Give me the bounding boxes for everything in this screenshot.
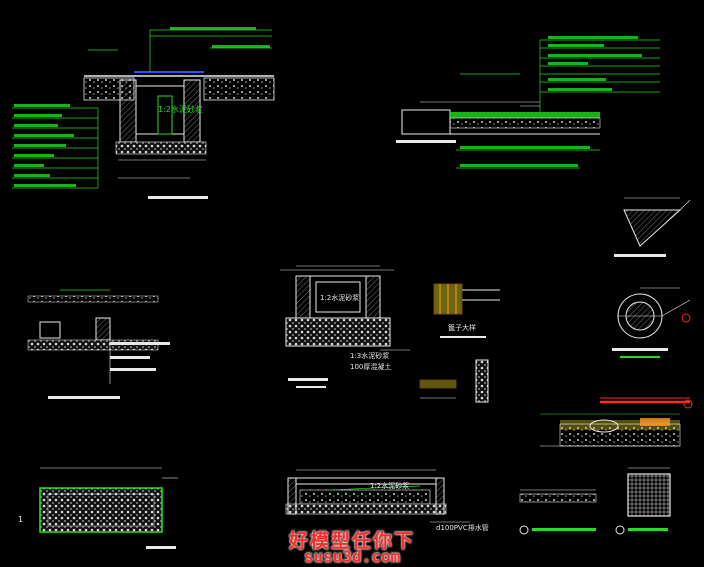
watermark-chinese: 好模型任你下 [288,530,415,552]
bed-cement-label: 1:3水泥砂浆 [350,351,389,360]
bed-concrete-label: 100厚混凝土 [350,362,391,371]
grate-section-label: 篦子大样 [448,323,476,332]
drain-box-section: 1:2水泥砂浆 1:3水泥砂浆 100厚混凝土 [280,265,410,388]
small-section-bottom-right [519,489,597,535]
grate-section: 篦子大样 [419,283,500,403]
left-middle-section [27,289,170,399]
gutter-section-top-left: 1:2水泥砂浆 [12,27,275,199]
circle-detail [612,287,691,358]
watermark-url: susu3d.com [303,547,401,566]
grate-plan [615,467,671,535]
long-section-mix-label: 1:2水泥砂浆 [370,481,409,490]
road-section-top-right [396,36,660,169]
dim-one-label: 1 [18,515,23,524]
drain-inner-label: 1:2水泥砂浆 [320,293,359,302]
triangle-detail [614,197,691,257]
curb-detail-red [540,397,693,447]
pipe-label: d100PVC排水管 [436,523,489,532]
drain-long-section: 1:2水泥砂浆 d100PVC排水管 [285,469,489,532]
bottom-left-plan: 1 [18,467,178,549]
watermark: 好模型任你下 susu3d.com [288,526,416,566]
gutter-mix-label: 1:2水泥砂浆 [158,104,203,114]
